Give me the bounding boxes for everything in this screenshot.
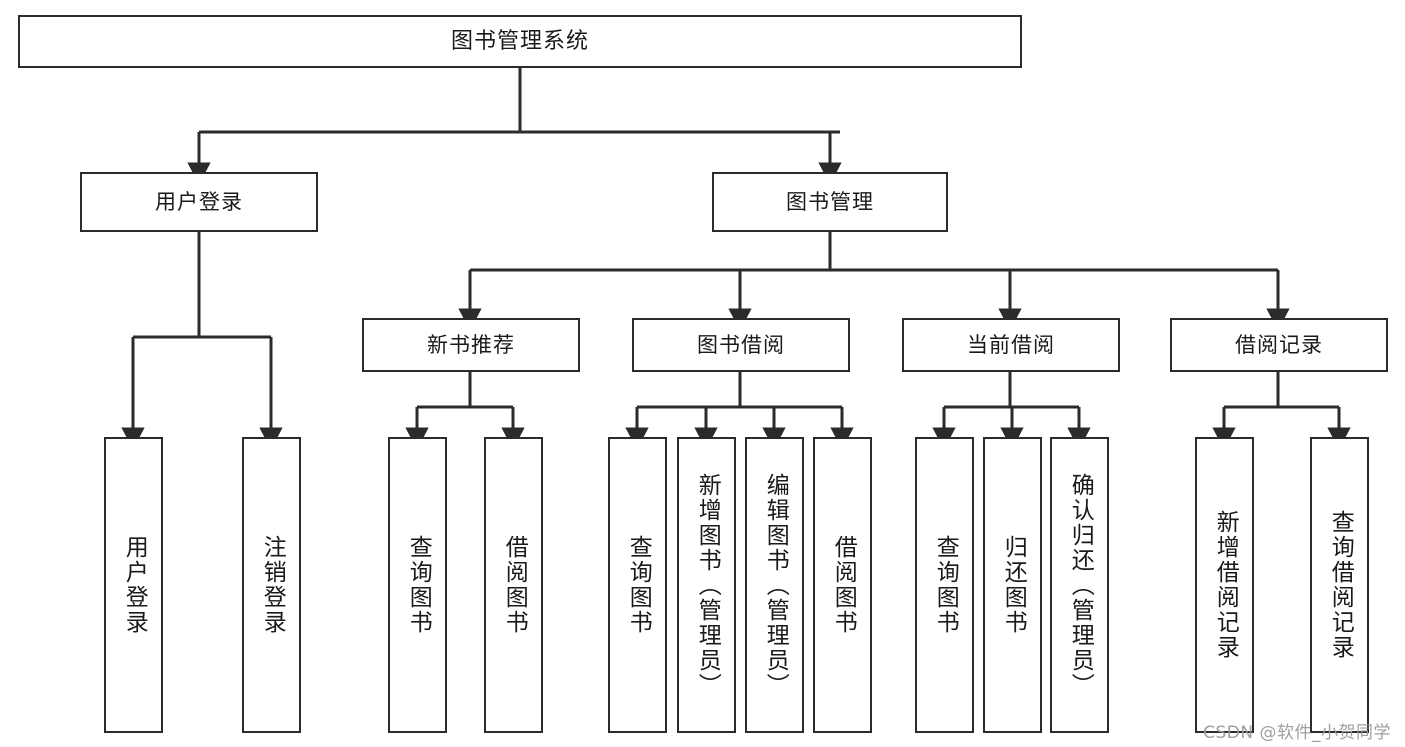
node-current-borrow[interactable]: 当前借阅	[902, 318, 1120, 372]
node-borrow-records-label: 借阅记录	[1235, 332, 1323, 357]
node-leaf-confirm-return-admin-label: 确认归还（管理员）	[1067, 472, 1094, 698]
node-leaf-borrow-books-borrow[interactable]: 借阅图书	[813, 437, 872, 733]
node-new-book-recommend[interactable]: 新书推荐	[362, 318, 580, 372]
node-leaf-borrow-books-newbooks[interactable]: 借阅图书	[484, 437, 543, 733]
node-book-borrow[interactable]: 图书借阅	[632, 318, 850, 372]
node-leaf-borrow-books-newbooks-label: 借阅图书	[501, 535, 528, 635]
node-leaf-query-books-newbooks[interactable]: 查询图书	[388, 437, 447, 733]
node-leaf-query-books-newbooks-label: 查询图书	[405, 535, 432, 635]
node-book-management[interactable]: 图书管理	[712, 172, 948, 232]
node-leaf-user-login-label: 用户登录	[121, 535, 148, 635]
node-leaf-logout[interactable]: 注销登录	[242, 437, 301, 733]
node-leaf-query-borrow-record[interactable]: 查询借阅记录	[1310, 437, 1369, 733]
node-leaf-return-books-label: 归还图书	[1000, 535, 1027, 635]
node-leaf-user-login[interactable]: 用户登录	[104, 437, 163, 733]
node-leaf-query-books-borrow-label: 查询图书	[625, 535, 652, 635]
node-leaf-query-borrow-record-label: 查询借阅记录	[1327, 510, 1354, 660]
node-leaf-borrow-books-borrow-label: 借阅图书	[830, 535, 857, 635]
node-root[interactable]: 图书管理系统	[18, 15, 1022, 68]
node-current-borrow-label: 当前借阅	[967, 332, 1055, 357]
node-borrow-records[interactable]: 借阅记录	[1170, 318, 1388, 372]
node-user-login-label: 用户登录	[155, 189, 243, 214]
node-leaf-logout-label: 注销登录	[259, 535, 286, 635]
node-leaf-add-book-admin-label: 新增图书（管理员）	[694, 472, 721, 698]
node-user-login[interactable]: 用户登录	[80, 172, 318, 232]
node-leaf-query-books-current-label: 查询图书	[932, 535, 959, 635]
node-leaf-query-books-current[interactable]: 查询图书	[915, 437, 974, 733]
node-new-book-recommend-label: 新书推荐	[427, 332, 515, 357]
node-book-management-label: 图书管理	[786, 189, 874, 214]
node-leaf-confirm-return-admin[interactable]: 确认归还（管理员）	[1050, 437, 1109, 733]
node-leaf-add-book-admin[interactable]: 新增图书（管理员）	[677, 437, 736, 733]
node-leaf-edit-book-admin[interactable]: 编辑图书（管理员）	[745, 437, 804, 733]
node-leaf-query-books-borrow[interactable]: 查询图书	[608, 437, 667, 733]
csdn-watermark: CSDN @软件_小贺同学	[1203, 723, 1391, 743]
node-leaf-edit-book-admin-label: 编辑图书（管理员）	[762, 472, 789, 698]
node-root-label: 图书管理系统	[450, 28, 589, 54]
node-book-borrow-label: 图书借阅	[697, 332, 785, 357]
node-leaf-return-books[interactable]: 归还图书	[983, 437, 1042, 733]
node-leaf-add-borrow-record[interactable]: 新增借阅记录	[1195, 437, 1254, 733]
node-leaf-add-borrow-record-label: 新增借阅记录	[1212, 510, 1239, 660]
